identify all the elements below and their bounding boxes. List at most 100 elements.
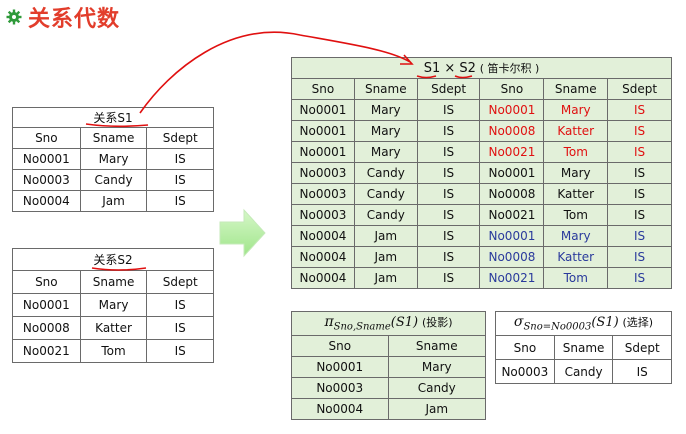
selection-cell: No0003 <box>495 359 555 384</box>
product-expression: S1 × S2 <box>423 61 476 76</box>
s2-cell: Mary <box>79 293 148 317</box>
projection-cell: Jam <box>387 398 487 420</box>
product-cell: IS <box>607 120 672 142</box>
product-cell: No0021 <box>479 141 545 163</box>
product-cell: IS <box>416 120 481 142</box>
selection-symbol: σ <box>513 314 524 331</box>
product-cell: Jam <box>353 267 418 289</box>
selection-header-cell: Sname <box>553 335 614 360</box>
header: 关系代数 <box>6 4 121 32</box>
product-cell: IS <box>416 267 481 289</box>
selection-header-cell: Sno <box>495 335 555 360</box>
s2-cell: No0001 <box>12 293 81 317</box>
product-cell: Candy <box>353 162 418 184</box>
product-cell: No0008 <box>479 120 545 142</box>
s1-header-cell: Sno <box>12 127 81 149</box>
product-cell: Tom <box>543 204 609 226</box>
product-cell: No0001 <box>291 99 355 121</box>
selection-caption: σSno=No0003(S1) (选择) <box>495 311 672 336</box>
projection-header-cell: Sname <box>387 335 487 357</box>
product-cell: No0003 <box>291 183 355 205</box>
s2-cell: Katter <box>79 316 148 340</box>
product-header-cell: Sname <box>353 78 418 100</box>
selection-arg: (S1) <box>591 315 619 331</box>
s1-cell: IS <box>146 148 214 170</box>
product-cell: Mary <box>353 141 418 163</box>
selection-note: (选择) <box>622 316 654 330</box>
s2-header-cell: Sno <box>12 270 81 294</box>
product-cell: Mary <box>543 162 609 184</box>
product-cell: No0008 <box>479 246 545 268</box>
product-cell: No0021 <box>479 267 545 289</box>
product-cell: IS <box>416 183 481 205</box>
product-cell: Candy <box>353 183 418 205</box>
page-title: 关系代数 <box>28 7 121 32</box>
product-cell: Katter <box>543 183 609 205</box>
s1-header-cell: Sdept <box>146 127 214 149</box>
product-cell: No0001 <box>479 225 545 247</box>
selection-cell: IS <box>612 359 672 384</box>
s2-header-cell: Sdept <box>146 270 214 294</box>
relation-s1-caption: 关系S1 <box>12 107 214 128</box>
product-cell: Katter <box>543 246 609 268</box>
s2-cell: Tom <box>79 339 148 363</box>
product-cell: No0021 <box>479 204 545 226</box>
projection-arg: (S1) <box>390 315 419 331</box>
s2-cell: No0021 <box>12 339 81 363</box>
product-header-cell: Sno <box>291 78 355 100</box>
projection-caption: πSno,Sname(S1) (投影) <box>291 311 486 336</box>
projection-cell: Candy <box>387 377 487 399</box>
projection-cell: Mary <box>387 356 487 378</box>
product-cell: IS <box>607 204 672 226</box>
projection-symbol: π <box>324 314 334 331</box>
product-cell: Mary <box>543 225 609 247</box>
projection-cell: No0001 <box>291 356 389 378</box>
s2-cell: IS <box>146 316 214 340</box>
projection-subscript: Sno,Sname <box>333 321 391 333</box>
product-cell: No0001 <box>479 162 545 184</box>
product-cell: IS <box>416 99 481 121</box>
s1-cell: No0003 <box>12 169 81 191</box>
product-cell: No0004 <box>291 267 355 289</box>
product-cell: Tom <box>543 141 609 163</box>
s1-cell: No0004 <box>12 190 81 212</box>
selection-header-cell: Sdept <box>612 335 672 360</box>
s2-cell: No0008 <box>12 316 81 340</box>
product-cell: IS <box>607 99 672 121</box>
cartesian-product-caption: S1 × S2 ( 笛卡尔积 ) <box>291 57 672 79</box>
s2-cell: IS <box>146 339 214 363</box>
product-cell: IS <box>607 141 672 163</box>
product-cell: No0001 <box>479 99 545 121</box>
product-cell: Mary <box>543 99 609 121</box>
product-cell: IS <box>607 267 672 289</box>
s1-cell: Mary <box>79 148 148 170</box>
projection-note: (投影) <box>421 316 453 330</box>
product-cell: IS <box>416 225 481 247</box>
product-cell: IS <box>416 141 481 163</box>
product-header-cell: Sno <box>479 78 545 100</box>
product-cell: Jam <box>353 225 418 247</box>
product-cell: IS <box>416 204 481 226</box>
product-cell: Jam <box>353 246 418 268</box>
s1-cell: IS <box>146 169 214 191</box>
s1-cell: IS <box>146 190 214 212</box>
product-cell: IS <box>607 246 672 268</box>
